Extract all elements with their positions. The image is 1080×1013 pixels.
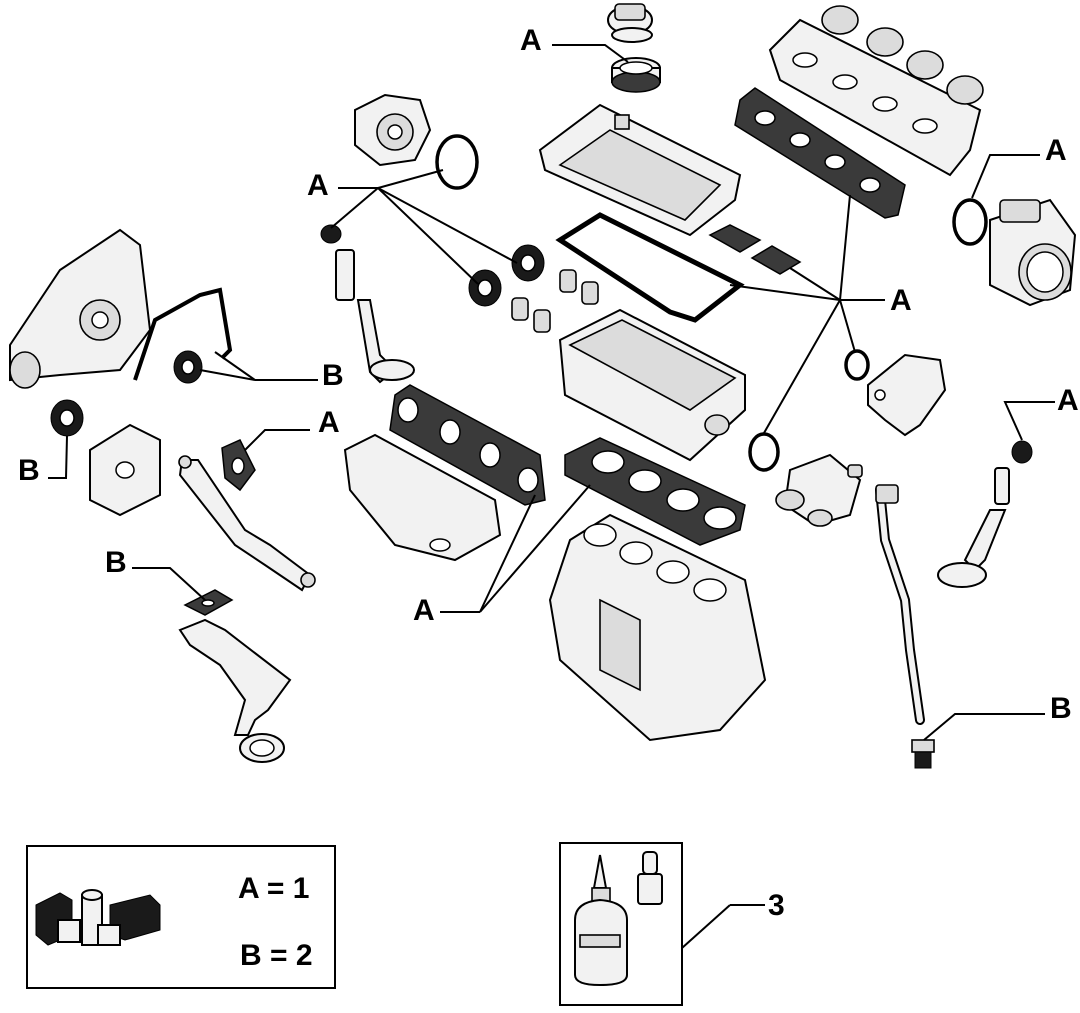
callout-a-throttle: A — [1045, 134, 1067, 167]
intake-valve-assembly — [335, 249, 415, 384]
coolant-pipe — [178, 455, 316, 592]
callout-a-coolant-pipe: A — [318, 406, 340, 439]
callout-b-drain-plug: B — [1050, 692, 1072, 725]
legend-a-equals: A = 1 — [238, 872, 309, 905]
sensor-o-ring — [844, 349, 870, 381]
cylinder-head — [558, 308, 746, 462]
callout-3-sealant: 3 — [768, 889, 785, 922]
water-pump — [354, 93, 432, 167]
valve-cover-gasket — [555, 212, 745, 323]
intake-manifold-gasket — [734, 87, 906, 219]
throttle-body — [989, 198, 1077, 307]
callout-a-bottom-center: A — [413, 594, 435, 627]
exhaust-manifold-gasket — [389, 384, 546, 506]
valve-stem-seal — [320, 224, 342, 244]
coolant-pipe-gasket — [221, 439, 256, 492]
exhaust-manifold — [343, 433, 502, 562]
callout-lines — [48, 44, 1055, 949]
throttle-seal-ring — [952, 198, 988, 246]
callout-a-exhaust-valve: A — [1057, 384, 1079, 417]
front-cover-gasket — [133, 287, 233, 381]
engine-mount-bracket — [867, 353, 947, 437]
cylinder-head-gasket — [564, 437, 746, 546]
thermostat-o-ring — [748, 432, 780, 472]
valve-cover — [538, 103, 742, 237]
sealant-box — [559, 842, 683, 1006]
oil-pump-front-cover — [9, 228, 152, 389]
sealant-tube-icon — [637, 851, 663, 905]
legend-box: A = 1 B = 2 — [26, 845, 336, 989]
thermostat-housing — [775, 453, 863, 527]
callout-a-right-middle: A — [890, 284, 912, 317]
callout-a-upper-left: A — [307, 169, 329, 202]
callout-b-oil-cooler: B — [18, 454, 40, 487]
exhaust-valve-stem-seal — [1011, 440, 1033, 464]
callout-b-crank-seal: B — [322, 359, 344, 392]
oil-pickup-tube — [178, 618, 292, 763]
oil-drain-plug — [911, 739, 935, 769]
sealant-bottle-icon — [574, 854, 628, 987]
water-pump-o-ring — [435, 134, 479, 190]
tappets — [511, 269, 599, 333]
intake-manifold — [768, 5, 984, 177]
filler-cap-seal-ring — [611, 57, 661, 93]
oil-cooler — [89, 423, 161, 517]
legend-b-equals: B = 2 — [240, 939, 313, 972]
callout-b-pickup-gasket: B — [105, 546, 127, 579]
oil-filler-cap — [607, 3, 653, 43]
dipstick-tube — [875, 484, 925, 725]
gasket-kit-icon — [35, 889, 161, 946]
callout-a-filler-seal: A — [520, 24, 542, 57]
plug-tube-seals — [708, 224, 802, 275]
engine-block — [548, 513, 767, 742]
exhaust-valve-assembly — [937, 467, 1010, 588]
oil-pickup-gasket — [183, 589, 234, 616]
